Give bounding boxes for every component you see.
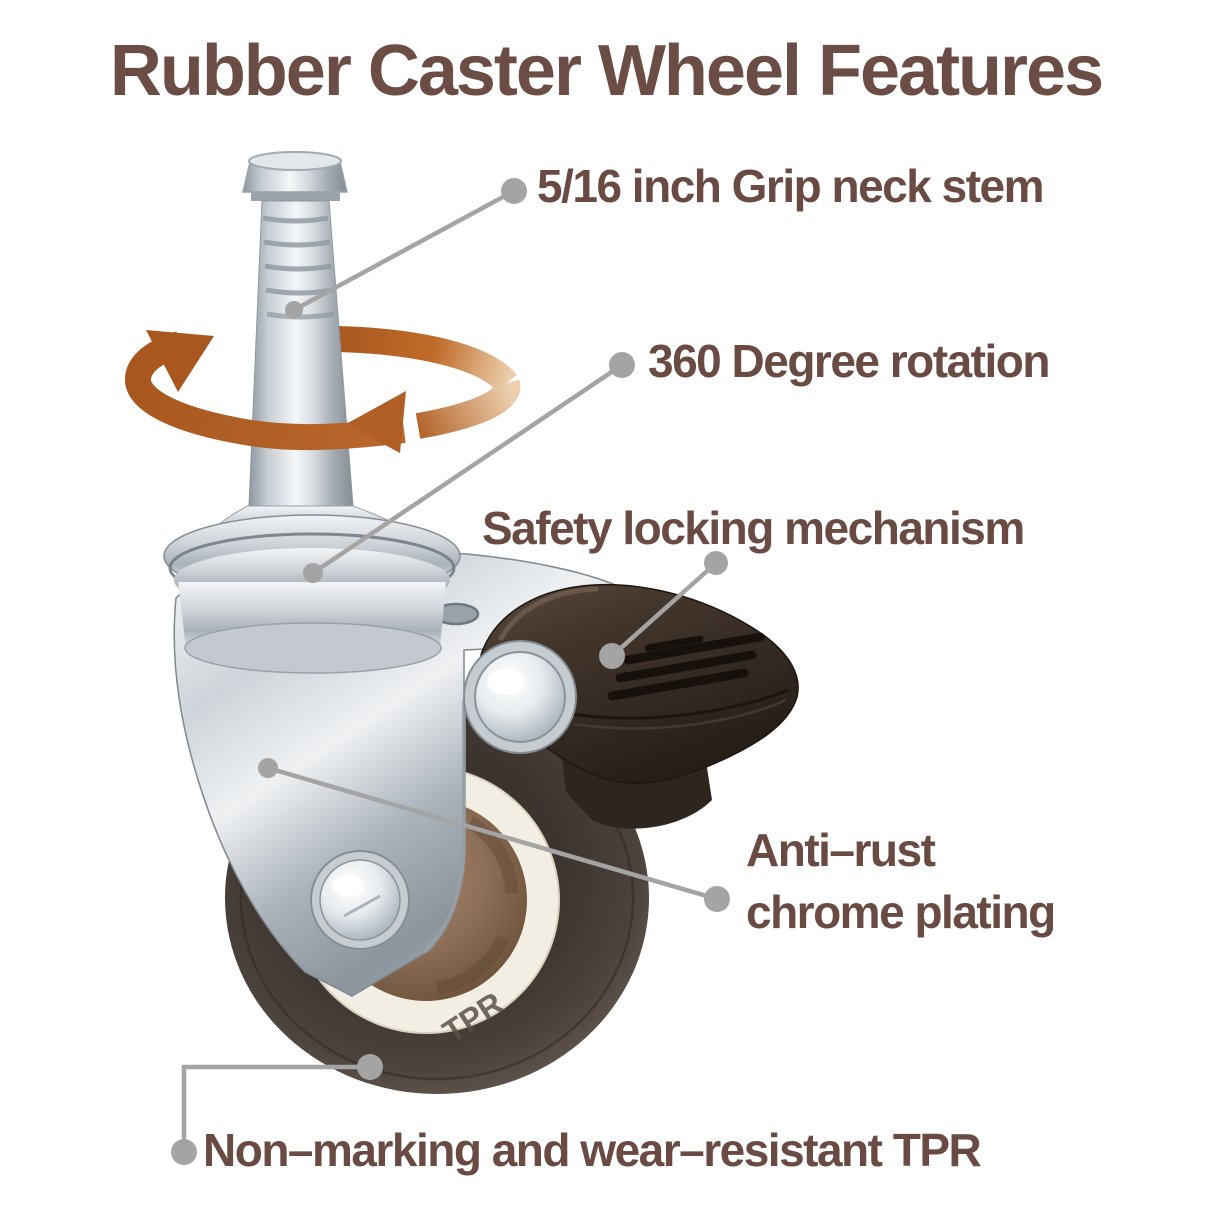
leader-tread [171,1054,383,1165]
leader-plating [258,758,730,912]
brake-pedal-ribs [607,632,765,701]
caster-stem [242,151,354,507]
rotation-arrow-back-arc-2 [415,379,521,439]
rotation-arrow-front-arc [125,331,406,451]
callout-stem-label: 5/16 inch Grip neck stem [537,160,1045,212]
leader-stem [285,178,527,319]
leader-rotation [303,352,635,583]
axle-bolt [310,850,410,950]
callout-lock-label: Safety locking mechanism [482,502,1025,554]
page-title: Rubber Caster Wheel Features [109,31,1104,111]
leader-lock [599,551,728,669]
callout-plating-label: Anti–rust chrome plating [746,824,1056,938]
rotation-arrowhead-left [146,330,214,392]
callout-tread-label: Non–marking and wear–resistant TPR [203,1124,982,1176]
swivel-dome [163,505,461,674]
brake-pivot-bolt [463,640,577,754]
rotation-arrowhead-right [346,391,406,453]
callout-rotation-label: 360 Degree rotation [648,335,1050,387]
callout-plating-line2: chrome plating [746,886,1056,938]
rotation-arrow-icon [335,326,521,439]
callout-plating-line1: Anti–rust [746,824,936,876]
leader-lines [171,178,730,1165]
rotation-arrow-icon-front [125,330,406,453]
rotation-arrow-back-arc [335,326,517,393]
